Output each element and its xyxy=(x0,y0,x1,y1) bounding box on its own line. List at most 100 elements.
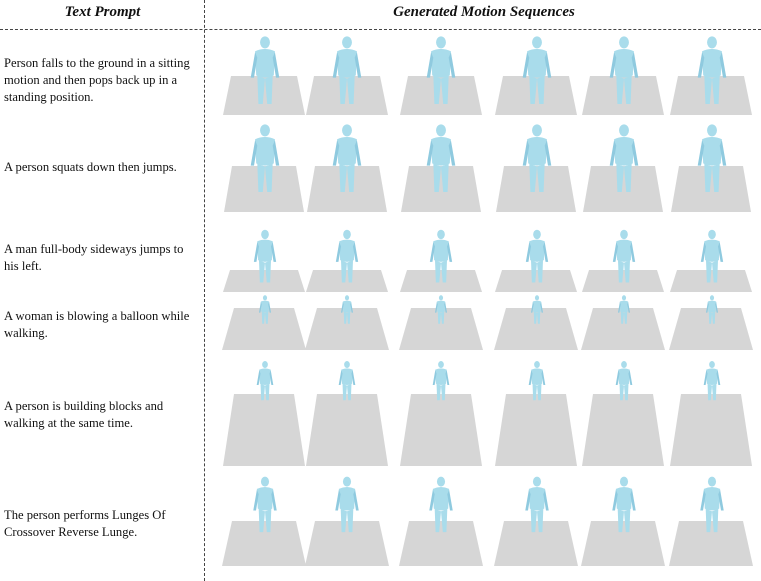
motion-frame xyxy=(670,361,752,466)
figure-right-arm xyxy=(353,489,359,511)
human-figure xyxy=(250,36,280,104)
figure-torso xyxy=(259,368,271,385)
human-figure xyxy=(522,36,552,104)
figure-right-leg xyxy=(537,311,541,324)
figure-right-leg xyxy=(624,383,629,401)
floor-plane xyxy=(306,76,388,115)
figure-left-arm xyxy=(700,489,706,511)
figure-right-arm xyxy=(718,489,724,511)
figure-torso xyxy=(431,137,451,166)
figure-left-leg xyxy=(530,508,537,533)
motion-frame xyxy=(400,36,482,115)
figure-torso xyxy=(527,49,547,78)
floor-plane xyxy=(399,521,483,566)
figure-torso xyxy=(702,137,722,166)
figure-head xyxy=(707,476,717,487)
motion-frame xyxy=(582,229,664,292)
figure-right-leg xyxy=(537,163,545,192)
prompt-6: The person performs Lunges Of Crossover … xyxy=(4,508,166,539)
motion-frame xyxy=(306,229,388,292)
figure-left-leg xyxy=(257,75,265,104)
motion-frame xyxy=(583,124,663,212)
figure-head xyxy=(261,229,269,240)
figure-head xyxy=(534,361,540,369)
floor-plane xyxy=(671,166,751,212)
motion-frame xyxy=(305,295,389,350)
floor-plane xyxy=(496,166,576,212)
floor-plane xyxy=(305,308,389,350)
motion-frame xyxy=(495,229,577,292)
column-divider xyxy=(204,0,205,581)
figure-left-leg xyxy=(533,311,537,324)
figure-left-leg xyxy=(257,163,265,192)
figure-head xyxy=(344,361,350,369)
figure-left-leg xyxy=(261,311,265,324)
figure-right-leg xyxy=(712,311,716,324)
figure-right-leg xyxy=(347,311,351,324)
figure-left-leg xyxy=(258,260,265,283)
figure-right-leg xyxy=(712,508,719,533)
figure-left-arm xyxy=(429,242,435,262)
figure-left-arm xyxy=(256,370,261,385)
figure-head xyxy=(619,476,629,487)
figure-right-leg xyxy=(265,383,270,401)
figure-left-leg xyxy=(705,508,712,533)
figure-left-leg xyxy=(343,311,347,324)
motion-frame xyxy=(223,229,305,292)
human-figure xyxy=(697,124,727,192)
figure-left-leg xyxy=(616,75,624,104)
motion-frame xyxy=(494,476,578,566)
figure-left-arm xyxy=(705,302,709,313)
motion-frame xyxy=(495,361,577,466)
figure-left-leg xyxy=(436,383,441,401)
human-figure xyxy=(432,361,450,401)
motion-frame xyxy=(306,361,388,466)
figure-head xyxy=(342,476,352,487)
figure-right-arm xyxy=(544,52,552,78)
figure-right-arm xyxy=(630,489,636,511)
figure-right-arm xyxy=(448,140,456,166)
figure-head xyxy=(437,229,445,240)
figure-left-leg xyxy=(260,383,265,401)
human-figure xyxy=(609,36,639,104)
figure-left-arm xyxy=(530,302,534,313)
motion-frame xyxy=(399,295,483,350)
figure-left-arm xyxy=(429,489,435,511)
figure-head xyxy=(621,295,627,301)
figure-left-arm xyxy=(426,140,434,166)
figure-right-arm xyxy=(272,52,280,78)
figure-right-leg xyxy=(265,75,273,104)
figure-head xyxy=(707,124,717,137)
floor-plane xyxy=(494,521,578,566)
figure-left-leg xyxy=(620,311,624,324)
figure-left-arm xyxy=(250,52,258,78)
human-figure xyxy=(525,476,549,533)
figure-torso xyxy=(532,300,542,313)
figure-left-arm xyxy=(703,370,708,385)
figure-head xyxy=(342,124,352,137)
figure-head xyxy=(619,124,629,137)
human-figure xyxy=(530,295,544,324)
figure-left-arm xyxy=(609,140,617,166)
figure-head xyxy=(532,36,542,49)
figure-left-leg xyxy=(258,508,265,533)
figure-torso xyxy=(529,239,545,262)
figure-torso xyxy=(528,487,546,511)
human-figure xyxy=(332,36,362,104)
motion-frame xyxy=(494,295,578,350)
figure-torso xyxy=(339,239,355,262)
human-figure xyxy=(338,361,356,401)
figure-left-leg xyxy=(704,163,712,192)
figure-right-leg xyxy=(265,260,272,283)
figure-left-leg xyxy=(529,163,537,192)
figure-head xyxy=(533,229,541,240)
figure-right-arm xyxy=(354,140,362,166)
motion-frame xyxy=(582,361,664,466)
figure-right-leg xyxy=(712,260,719,283)
human-figure xyxy=(426,124,456,192)
figure-left-arm xyxy=(250,140,258,166)
floor-plane xyxy=(583,166,663,212)
motion-frame xyxy=(223,36,305,115)
figure-head xyxy=(260,476,270,487)
figure-right-leg xyxy=(624,260,631,283)
